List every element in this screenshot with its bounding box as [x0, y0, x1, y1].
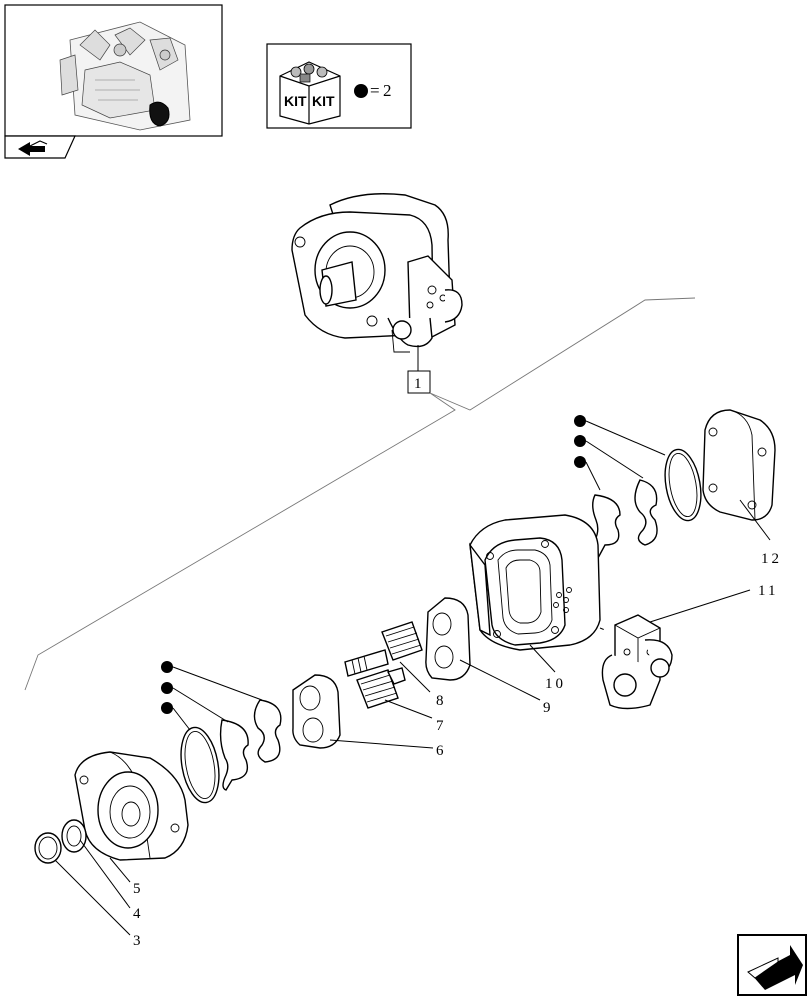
engine-illustration — [59, 21, 191, 131]
kit-bullet-icon — [574, 415, 586, 427]
rear-seals — [592, 479, 658, 559]
callout-label-6: 6 — [436, 743, 447, 759]
callout-leaders — [54, 499, 771, 936]
callout-label-4: 4 — [133, 906, 144, 922]
kit-bullet-icon — [574, 456, 586, 468]
o-ring-rear — [664, 448, 702, 522]
kit-bullet-icon — [161, 661, 173, 673]
kit-label-left: KIT — [284, 93, 307, 109]
part-7-driven-gear — [356, 667, 406, 709]
kit-legend: KIT KIT = 2 — [266, 43, 412, 129]
callout-label-11: 11 — [758, 583, 778, 599]
part-12-rear-cover — [702, 409, 776, 521]
kit-equals: = — [370, 81, 380, 100]
kit-markers-rear — [574, 415, 666, 491]
part-9-rear-bushing — [425, 597, 471, 681]
kit-markers-front — [161, 661, 263, 731]
callout-label-8: 8 — [436, 693, 447, 709]
assembled-pump — [291, 193, 463, 353]
o-ring-front — [180, 726, 220, 804]
part-6-front-bushing — [292, 674, 341, 749]
callout-assembly: 1 — [407, 345, 431, 394]
grouping-bracket — [24, 297, 696, 691]
callout-label-3: 3 — [133, 933, 144, 949]
part-10-pump-body — [469, 514, 601, 651]
callout-label-12: 12 — [761, 551, 782, 567]
arrow-back-icon[interactable] — [18, 140, 48, 156]
part-3-snap-ring — [34, 832, 62, 864]
part-8-drive-gear — [344, 621, 423, 677]
callout-label-10: 10 — [545, 676, 566, 692]
kit-quantity: 2 — [383, 81, 392, 100]
page-forward-icon[interactable] — [737, 934, 807, 996]
callout-label-7: 7 — [436, 718, 447, 734]
kit-label-right: KIT — [312, 93, 335, 109]
kit-bullet-icon — [354, 84, 368, 98]
kit-bullet-icon — [574, 435, 586, 447]
front-seals — [219, 699, 282, 791]
kit-box-icon: KIT KIT — [279, 61, 341, 125]
part-11-valve-block — [599, 614, 673, 710]
callout-label-1: 1 — [414, 376, 422, 392]
part-4-shaft-seal — [61, 819, 87, 853]
kit-bullet-icon — [161, 682, 173, 694]
callout-label-5: 5 — [133, 881, 144, 897]
part-5-front-flange — [74, 751, 189, 861]
engine-thumbnail[interactable] — [4, 4, 223, 159]
kit-bullet-icon — [161, 702, 173, 714]
callout-label-9: 9 — [543, 700, 554, 716]
